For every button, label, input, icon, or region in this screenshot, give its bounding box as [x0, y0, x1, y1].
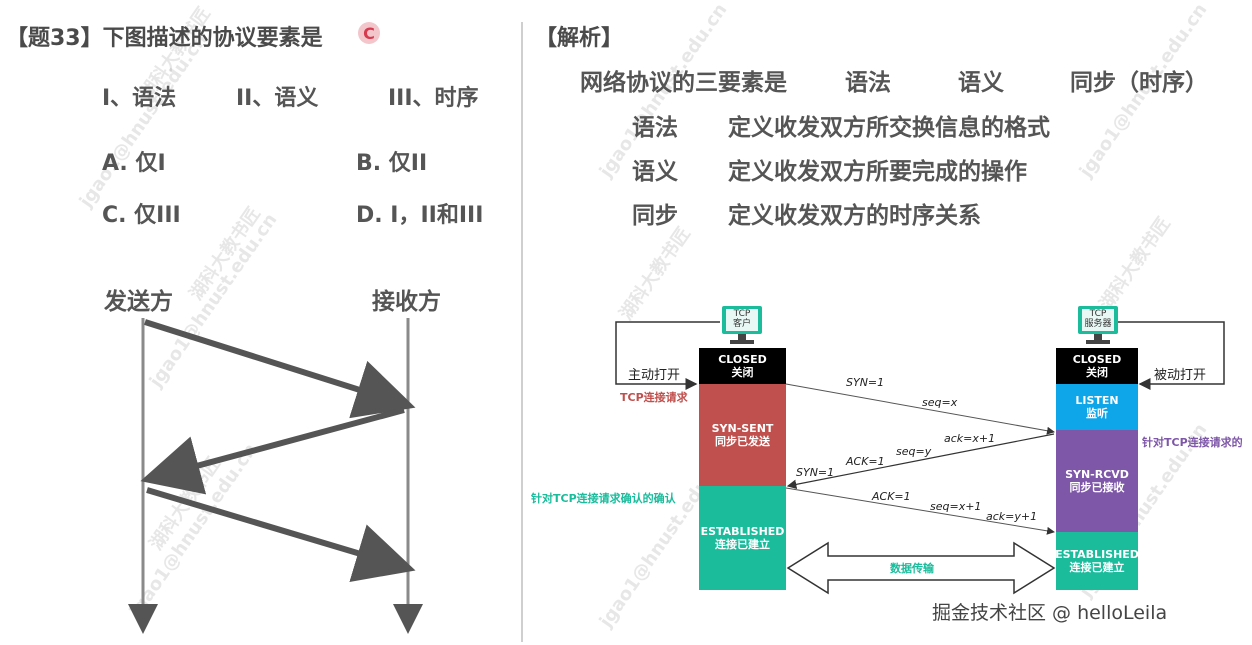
state-cn: 同步已接收 [1069, 481, 1125, 494]
timing-diagram [128, 318, 423, 634]
answer-badge: C [358, 22, 380, 44]
question-title: 【题33】下图描述的协议要素是 [6, 26, 323, 51]
msg3-ack-flag: ACK=1 [872, 490, 911, 503]
state-cn: 连接已建立 [715, 538, 770, 551]
row-definition: 定义收发双方的时序关系 [728, 203, 981, 229]
msg2-ack: ack=x+1 [944, 432, 996, 445]
row-definition: 定义收发双方所要完成的操作 [728, 159, 1027, 185]
state-cn: 关闭 [1086, 366, 1108, 379]
msg1-seq: seq=x [922, 396, 958, 409]
state-en: SYN-SENT [711, 422, 774, 435]
state-en: ESTABLISHED [700, 525, 785, 538]
msg3-ack: ack=y+1 [986, 510, 1038, 523]
row-term: 同步 [632, 203, 678, 229]
item-timing: III、时序 [388, 86, 479, 111]
analysis-intro: 网络协议的三要素是 [580, 70, 787, 96]
msg2-ack-flag: ACK=1 [846, 455, 885, 468]
server-state-established: ESTABLISHED 连接已建立 [1055, 532, 1139, 590]
option-d: D. I，II和III [356, 203, 484, 228]
client-ack-note: 针对TCP连接请求确认的确认 [531, 492, 676, 505]
sender-label: 发送方 [104, 289, 173, 315]
item-semantics: II、语义 [236, 86, 319, 111]
option-c: C. 仅III [102, 203, 181, 228]
client-state-syn-sent: SYN-SENT 同步已发送 [699, 384, 786, 486]
client-state-closed: CLOSED 关闭 [699, 348, 786, 384]
server-ack-note: 针对TCP连接请求的 [1142, 436, 1243, 449]
row-term: 语法 [632, 115, 678, 141]
row-term: 语义 [632, 159, 678, 185]
syn-ack-arrow [786, 433, 1055, 490]
state-en: ESTABLISHED [1055, 548, 1139, 561]
receiver-label: 接收方 [372, 289, 441, 315]
client-computer-icon [722, 306, 762, 344]
server-state-listen: LISTEN 监听 [1056, 384, 1138, 430]
msg1-syn: SYN=1 [846, 376, 885, 389]
state-en: CLOSED [1072, 353, 1122, 366]
client-state-established: ESTABLISHED 连接已建立 [699, 486, 786, 590]
state-en: SYN-RCVD [1065, 468, 1129, 481]
message-arrow [144, 319, 416, 419]
data-transfer-arrow [786, 541, 1056, 595]
server-state-syn-rcvd: SYN-RCVD 同步已接收 [1056, 430, 1138, 532]
analysis-title: 【解析】 [535, 26, 624, 51]
element-semantics: 语义 [958, 70, 1004, 96]
data-transfer-label: 数据传输 [890, 562, 934, 575]
option-a: A. 仅I [102, 151, 166, 176]
msg2-seq: seq=y [896, 445, 932, 458]
passive-open-label: 被动打开 [1154, 368, 1207, 383]
message-arrow [146, 487, 416, 582]
state-cn: 关闭 [731, 366, 754, 379]
footer-credit: 掘金技术社区 @ helloLeila [932, 602, 1168, 624]
element-syntax: 语法 [845, 70, 891, 96]
server-label: TCP 服务器 [1084, 309, 1112, 329]
state-en: LISTEN [1075, 394, 1119, 407]
ack-arrow [785, 487, 1055, 535]
msg2-syn: SYN=1 [796, 466, 835, 479]
state-cn: 连接已建立 [1069, 561, 1125, 574]
state-en: CLOSED [718, 353, 767, 366]
option-b: B. 仅II [356, 151, 428, 176]
state-cn: 监听 [1086, 407, 1108, 420]
row-definition: 定义收发双方所交换信息的格式 [728, 115, 1050, 141]
client-label: TCP 客户 [732, 309, 751, 329]
server-computer-icon [1078, 306, 1118, 344]
state-cn: 同步已发送 [715, 435, 770, 448]
element-sync: 同步（时序） [1070, 70, 1208, 96]
message-arrow [140, 407, 405, 495]
server-state-closed: CLOSED 关闭 [1056, 348, 1138, 384]
client-request-label: TCP连接请求 [620, 391, 688, 404]
msg3-seq: seq=x+1 [930, 500, 982, 513]
active-open-label: 主动打开 [628, 368, 681, 383]
item-syntax: I、语法 [102, 86, 177, 111]
active-open-loop [615, 321, 720, 390]
passive-open-loop [1117, 321, 1225, 390]
section-divider [521, 22, 523, 642]
syn-arrow [785, 383, 1055, 435]
